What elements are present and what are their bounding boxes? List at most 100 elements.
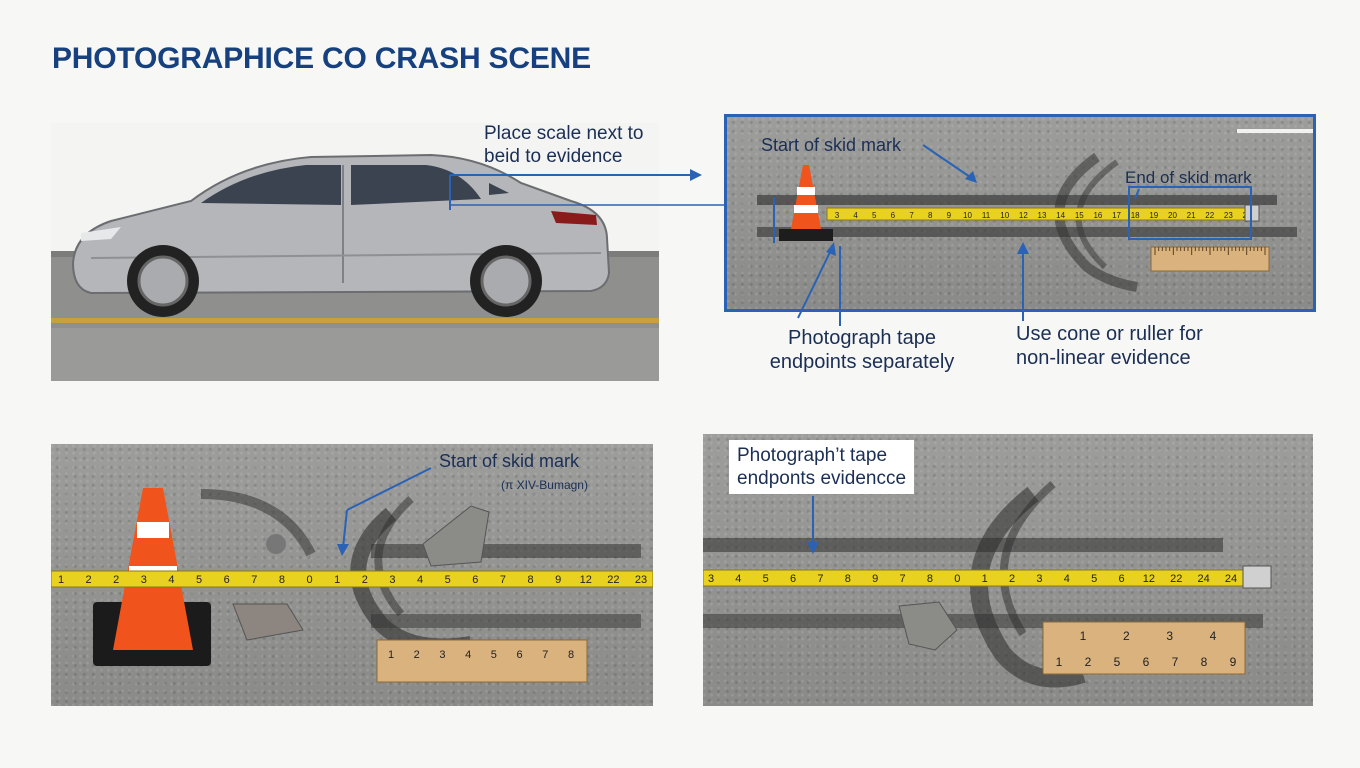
tape-number: 8 xyxy=(279,574,285,586)
tape-number: 1 xyxy=(334,574,340,586)
ruler-number: 2 xyxy=(1085,655,1092,669)
tape-number: 11 xyxy=(982,211,991,220)
bl-start-label: Start of skid mark xyxy=(439,451,580,471)
ruler-number: 2 xyxy=(1123,629,1130,643)
tape-number: 3 xyxy=(835,211,840,220)
tape-number: 16 xyxy=(1093,211,1102,220)
br-label: Photograph’t tape endponts evidencce xyxy=(729,440,915,494)
tape-number: 6 xyxy=(1118,573,1124,585)
tape-number: 7 xyxy=(817,573,823,585)
skid-start-label: Start of skid mark xyxy=(761,135,902,155)
tape-number: 20 xyxy=(1168,211,1177,220)
tape-number: 12 xyxy=(580,574,592,586)
ruler-number: 7 xyxy=(542,649,548,661)
tape-number: 9 xyxy=(872,573,878,585)
tape-number: 1 xyxy=(58,574,64,586)
tape-number: 17 xyxy=(1112,211,1121,220)
ruler-number: 3 xyxy=(439,649,445,661)
car-icon xyxy=(71,153,611,317)
callout-arrows xyxy=(449,169,725,210)
tape-number: 3 xyxy=(389,574,395,586)
ruler-number: 4 xyxy=(465,649,471,661)
callout-use-cone-line2: non-linear evidence xyxy=(1016,347,1191,369)
tape-number: 6 xyxy=(224,574,230,586)
tape-number: 12 xyxy=(1143,573,1155,585)
car-photo xyxy=(51,123,659,381)
page-title: PHOTOGRAPHICE CO CRASH SCENE xyxy=(52,42,591,75)
tape-number: 3 xyxy=(708,573,714,585)
ruler-number: 7 xyxy=(1172,655,1179,669)
tape-number: 22 xyxy=(1170,573,1182,585)
ruler-number: 6 xyxy=(517,649,523,661)
callout-place-scale: Place scale next to beid to evidence xyxy=(484,122,724,168)
ruler-number: 2 xyxy=(414,649,420,661)
tape-number: 5 xyxy=(872,211,877,220)
ruler-number: 8 xyxy=(568,649,574,661)
tape-number: 0 xyxy=(307,574,313,586)
tape-number: 23 xyxy=(635,574,647,586)
tape-number: 5 xyxy=(196,574,202,586)
ruler-number: 4 xyxy=(1210,629,1217,643)
skid-end-label: End of skid mark xyxy=(1125,168,1252,187)
tape-number: 13 xyxy=(1038,211,1047,220)
tape-number: 3 xyxy=(141,574,147,586)
tape-number: 4 xyxy=(1064,573,1070,585)
callout-arrows-lower xyxy=(797,242,1029,326)
tape-number: 1 xyxy=(982,573,988,585)
tape-number: 22 xyxy=(607,574,619,586)
tape-number: 9 xyxy=(947,211,952,220)
measuring-tape xyxy=(51,570,653,588)
ruler-number: 5 xyxy=(1114,655,1121,669)
debris-rock xyxy=(898,601,958,651)
tape-number: 2 xyxy=(113,574,119,586)
ruler xyxy=(1042,621,1246,675)
ruler-number: 1 xyxy=(388,649,394,661)
tape-number: 4 xyxy=(735,573,741,585)
tape-number: 5 xyxy=(445,574,451,586)
callout-place-scale-line1: Place scale next to xyxy=(484,123,644,144)
tape-number: 8 xyxy=(527,574,533,586)
tape-number: 24 xyxy=(1198,573,1210,585)
tape-number: 8 xyxy=(927,573,933,585)
tape-number: 5 xyxy=(1091,573,1097,585)
road-line xyxy=(51,318,659,323)
skid-mark-panel-top: 345678910111012131415161718192021222324 … xyxy=(724,114,1316,312)
ruler-number: 6 xyxy=(1143,655,1150,669)
tape-number: 7 xyxy=(909,211,914,220)
tape-number: 24 xyxy=(1225,573,1237,585)
tape-number: 9 xyxy=(555,574,561,586)
tape-number: 2 xyxy=(362,574,368,586)
tape-number: 8 xyxy=(928,211,933,220)
tape-number: 5 xyxy=(763,573,769,585)
ruler-number: 1 xyxy=(1056,655,1063,669)
callout-photograph-tape: Photograph tape endpoints separately xyxy=(762,326,962,374)
bl-sub-label: (π XIV-Bumagn) xyxy=(501,478,588,492)
tape-number: 18 xyxy=(1131,211,1140,220)
tape-number: 8 xyxy=(845,573,851,585)
tape-number: 4 xyxy=(168,574,174,586)
tape-number: 0 xyxy=(954,573,960,585)
tape-number: 6 xyxy=(790,573,796,585)
tape-number: 4 xyxy=(417,574,423,586)
br-label-line1: Photograph’t tape xyxy=(737,445,888,466)
tape-number: 6 xyxy=(472,574,478,586)
ruler xyxy=(376,639,588,683)
tape-number: 2 xyxy=(86,574,92,586)
callout-photograph-tape-line1: Photograph tape xyxy=(788,327,936,349)
tape-number: 7 xyxy=(900,573,906,585)
tape-number: 4 xyxy=(853,211,858,220)
ruler-number: 9 xyxy=(1230,655,1237,669)
tape-number: 3 xyxy=(1036,573,1042,585)
traffic-cone-icon xyxy=(779,165,833,241)
tape-number: 7 xyxy=(251,574,257,586)
tape-number: 22 xyxy=(1205,211,1214,220)
tape-number: 2 xyxy=(1009,573,1015,585)
ruler-number: 8 xyxy=(1201,655,1208,669)
callout-use-cone: Use cone or ruller for non-linear eviden… xyxy=(1016,322,1256,370)
tape-number: 6 xyxy=(891,211,896,220)
